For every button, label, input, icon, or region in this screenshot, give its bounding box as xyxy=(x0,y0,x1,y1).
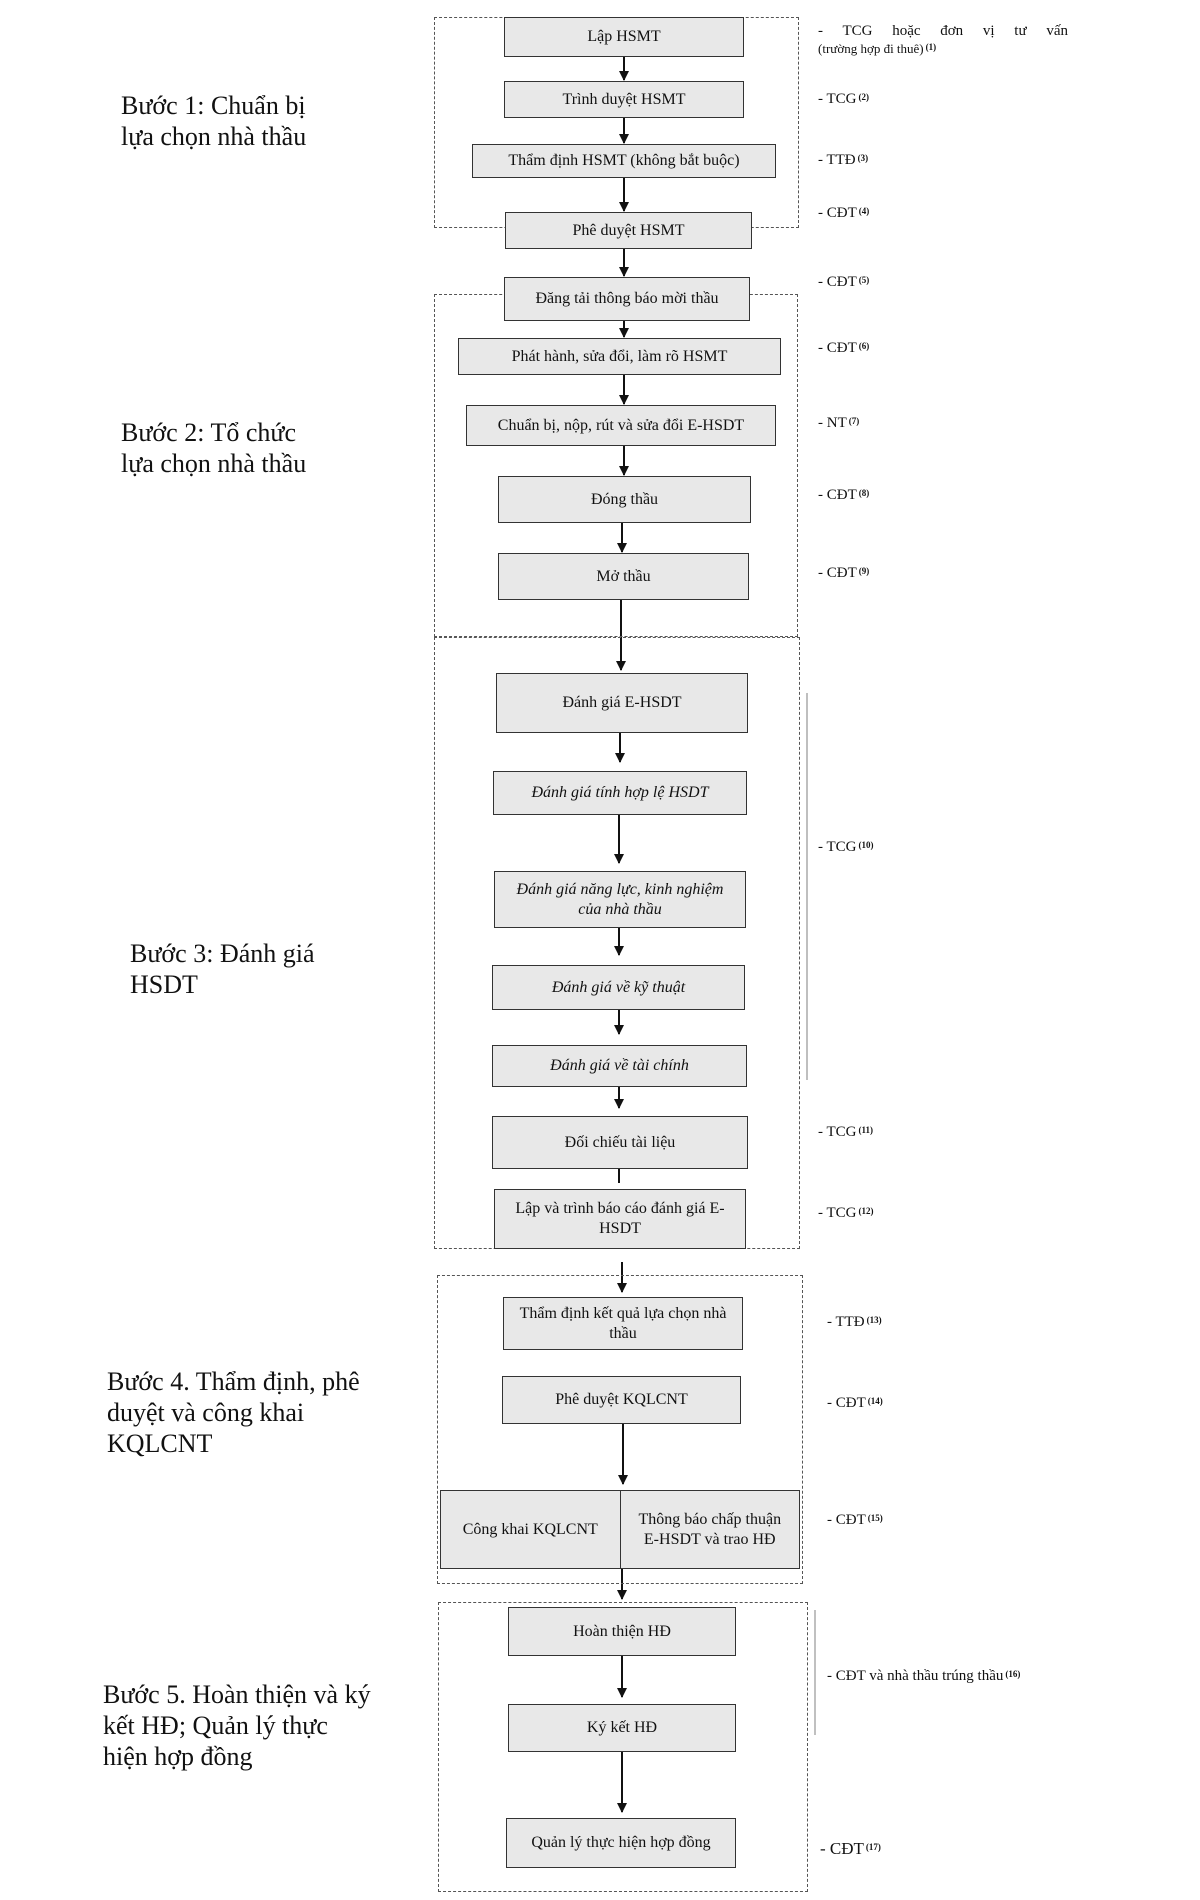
role-7: - NT(7) xyxy=(818,415,860,431)
box-dong-thau: Đóng thầu xyxy=(498,476,751,523)
box-lap-bao-cao: Lập và trình báo cáo đánh giá E-HSDT xyxy=(494,1189,746,1249)
role-16: - CĐT và nhà thầu trúng thầu(16) xyxy=(827,1668,1021,1684)
box-quan-ly-hd: Quản lý thực hiện hợp đồng xyxy=(506,1818,736,1868)
box-ky-ket-hd: Ký kết HĐ xyxy=(508,1704,736,1752)
box-danh-gia-ehsdt: Đánh giá E-HSDT xyxy=(496,673,748,733)
box-lap-hsmt: Lập HSMT xyxy=(504,17,744,57)
role-4: - CĐT(4) xyxy=(818,205,870,221)
box-phe-duyet-kqlcnt: Phê duyệt KQLCNT xyxy=(502,1376,741,1424)
role-3: - TTĐ(3) xyxy=(818,152,869,168)
step4-group xyxy=(437,1275,803,1584)
role-2: - TCG(2) xyxy=(818,91,869,107)
box-mo-thau: Mở thầu xyxy=(498,553,749,600)
role-13: - TTĐ(13) xyxy=(827,1314,882,1330)
role-9: - CĐT(9) xyxy=(818,565,870,581)
box-thong-bao-chap-thuan: Thông báo chấp thuận E-HSDT và trao HĐ xyxy=(619,1491,800,1568)
box-doi-chieu-tai-lieu: Đối chiếu tài liệu xyxy=(492,1116,748,1169)
box-phat-hanh-hsmt: Phát hành, sửa đổi, làm rõ HSMT xyxy=(458,338,781,375)
box-hoan-thien-hd: Hoàn thiện HĐ xyxy=(508,1607,736,1656)
box-tham-dinh-hsmt: Thẩm định HSMT (không bắt buộc) xyxy=(472,144,776,178)
role-10: - TCG(10) xyxy=(818,839,874,855)
role-8: - CĐT(8) xyxy=(818,487,870,503)
role-11: - TCG(11) xyxy=(818,1124,873,1140)
box-tham-dinh-kq: Thẩm định kết quả lựa chọn nhà thầu xyxy=(503,1297,743,1350)
box-cong-khai-kqlcnt: Công khai KQLCNT xyxy=(462,1520,598,1538)
box-danh-gia-nang-luc: Đánh giá năng lực, kinh nghiệm của nhà t… xyxy=(494,871,746,928)
box-trinh-duyet-hsmt: Trình duyệt HSMT xyxy=(504,81,744,118)
role-12: - TCG(12) xyxy=(818,1205,874,1221)
box-danh-gia-hop-le: Đánh giá tính hợp lệ HSDT xyxy=(493,771,747,815)
box-phe-duyet-hsmt: Phê duyệt HSMT xyxy=(505,212,752,249)
role-1: - TCG hoặc đơn vị tư vấn (trường hợp đi … xyxy=(818,23,1068,56)
box-danh-gia-ky-thuat: Đánh giá về kỹ thuật xyxy=(492,965,745,1010)
step5-group xyxy=(438,1602,808,1892)
role-15: - CĐT(15) xyxy=(827,1512,883,1528)
role-6: - CĐT(6) xyxy=(818,340,870,356)
role-5: - CĐT(5) xyxy=(818,274,870,290)
role-14: - CĐT(14) xyxy=(827,1395,883,1411)
role-17: - CĐT(17) xyxy=(820,1839,881,1858)
box-dang-tai-tbmt: Đăng tải thông báo mời thầu xyxy=(504,277,750,321)
box-danh-gia-tai-chinh: Đánh giá về tài chính xyxy=(492,1045,747,1087)
box-cong-khai-thong-bao: Công khai KQLCNT Thông báo chấp thuận E-… xyxy=(440,1490,800,1569)
box-chuan-bi-ehsdt: Chuẩn bị, nộp, rút và sửa đổi E-HSDT xyxy=(466,405,776,446)
